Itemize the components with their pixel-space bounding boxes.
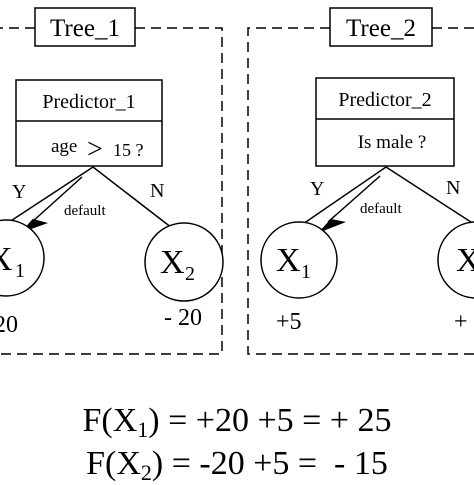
- tree-2-predictor-name: Predictor_2: [338, 89, 431, 111]
- tree-2-right-leaf-var: X: [456, 242, 474, 279]
- tree-1-no-edge: [92, 166, 173, 229]
- tree-2-left-leaf-var: X: [276, 242, 301, 279]
- tree-1-right-leaf-node: [144, 222, 224, 302]
- tree-1-right-leaf-var: X: [160, 244, 185, 281]
- tree-1-right-leaf-value: - 20: [164, 305, 202, 331]
- tree-1-condition-suffix: 15 ?: [113, 140, 144, 160]
- tree-2-yes-label: Y: [310, 178, 324, 200]
- formula-1-subscript: 1: [137, 417, 149, 442]
- tree-1-yes-label: Y: [12, 181, 26, 203]
- tree-1-default-label: default: [64, 203, 106, 219]
- tree-1-left-leaf-value: 20: [0, 312, 18, 338]
- tree-2-default-label: default: [360, 201, 402, 217]
- tree-2-no-label: N: [446, 177, 460, 199]
- tree-2: Tree_2 Predictor_2 Is male ? Y N default…: [247, 7, 474, 355]
- tree-2-no-edge: [385, 166, 474, 225]
- decision-tree-diagram: Tree_1 Predictor_1 age > 15 ? Y N defaul…: [0, 7, 474, 355]
- formula-2-rhs: ) = -20 +5 = - 15: [151, 445, 388, 482]
- tree-2-predictor-box: [315, 77, 455, 167]
- tree-1: Tree_1 Predictor_1 age > 15 ? Y N defaul…: [0, 7, 224, 355]
- tree-2-dashed-frame: [247, 27, 474, 355]
- formula-2: F(X2) = -20 +5 = - 15: [0, 444, 474, 484]
- tree-2-right-leaf-value: +: [454, 309, 468, 335]
- formula-2-subscript: 2: [140, 460, 152, 485]
- tree-1-predictor-box: [15, 79, 163, 167]
- tree-1-left-leaf-var: X: [0, 241, 13, 278]
- tree-2-title: Tree_2: [346, 15, 416, 42]
- formula-1: F(X1) = +20 +5 = + 25: [0, 401, 474, 441]
- formula-2-lhs: F(X: [86, 445, 141, 482]
- formula-1-lhs: F(X: [82, 402, 138, 439]
- tree-1-left-leaf-sub: 1: [15, 260, 25, 282]
- tree-1-yes-edge: [0, 166, 94, 229]
- tree-2-left-leaf-sub: 1: [301, 261, 311, 283]
- tree-2-yes-edge: [299, 166, 387, 227]
- tree-1-no-label: N: [150, 180, 164, 202]
- tree-1-dashed-frame: [0, 27, 223, 355]
- tree-2-condition: Is male ?: [358, 132, 427, 153]
- tree-2-default-arrow-shaft: [327, 175, 381, 223]
- tree-2-left-leaf-value: +5: [276, 309, 302, 335]
- tree-1-predictor-name: Predictor_1: [42, 91, 135, 113]
- tree-2-left-leaf-node: [260, 221, 338, 299]
- tree-1-default-arrow-shaft: [31, 176, 83, 223]
- tree-1-condition-operator: >: [87, 134, 103, 165]
- tree-1-condition-prefix: age: [51, 136, 77, 157]
- tree-1-title-box: [34, 7, 136, 47]
- tree-1-right-leaf-sub: 2: [185, 263, 195, 285]
- tree-2-right-leaf-node: [437, 221, 474, 299]
- tree-1-title: Tree_1: [50, 15, 120, 42]
- formula-1-rhs: ) = +20 +5 = + 25: [148, 402, 392, 439]
- tree-2-default-arrowhead: [318, 211, 346, 233]
- tree-1-left-leaf-node: [0, 219, 45, 297]
- tree-2-title-box: [329, 7, 433, 47]
